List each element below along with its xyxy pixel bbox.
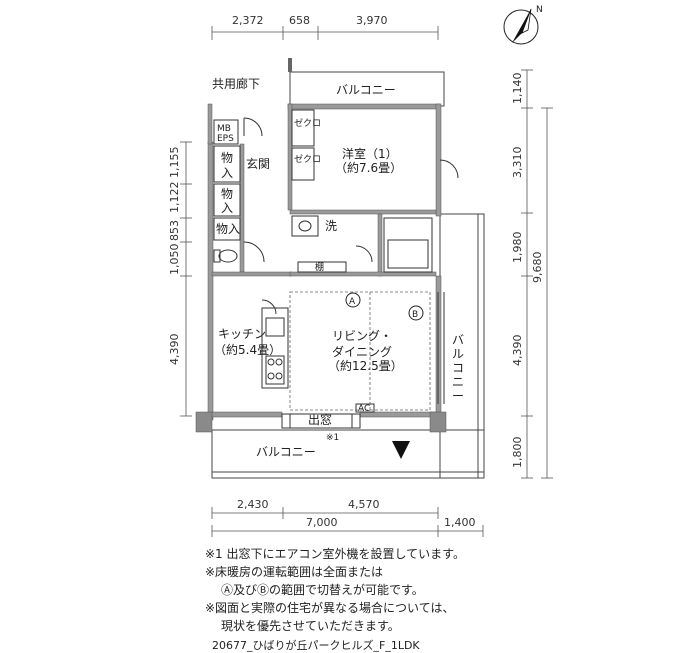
note-5: 現状を優先させていただきます。 xyxy=(221,619,400,633)
dim-top-3: 3,970 xyxy=(356,14,388,27)
closet-v1-label: ゼクロ xyxy=(294,117,321,129)
note-4: ※図面と実際の住宅が異なる場合については、 xyxy=(205,601,455,615)
closet-2-label: 物 xyxy=(221,187,233,201)
dim-left-4: 1,050 xyxy=(168,244,181,276)
left-dimensions xyxy=(180,141,192,417)
balcony-right-label-1: バ xyxy=(452,333,464,347)
closet-v2-label: ゼクロ xyxy=(294,153,321,165)
closet-1-label-2: 入 xyxy=(221,166,233,180)
closet-1-label: 物 xyxy=(221,151,233,165)
shelf-label: 棚 xyxy=(315,261,324,273)
dim-left-3: 853 xyxy=(168,220,181,241)
balcony-right-label-2: ル xyxy=(452,347,464,361)
north-label: N xyxy=(536,5,543,15)
western-room-size: （約7.6畳） xyxy=(335,160,402,175)
corridor-label: 共用廊下 xyxy=(212,76,260,91)
dim-bottom-4: 1,400 xyxy=(444,516,476,529)
dim-right-6: 1,800 xyxy=(511,437,524,469)
dim-bottom-2: 4,570 xyxy=(348,498,380,511)
balcony-bottom-label: バルコニー xyxy=(256,445,316,459)
dim-left-2: 1,122 xyxy=(168,182,181,214)
dim-bottom-1: 2,430 xyxy=(237,498,269,511)
notes: ※1 出窓下にエアコン室外機を設置しています。 ※床暖房の運転範囲は全面または … xyxy=(205,545,465,635)
closet-3-label: 物入 xyxy=(216,222,240,236)
balcony-top-label: バルコニー xyxy=(336,83,396,97)
kitchen-label: キッチン xyxy=(218,327,266,341)
mark-b: B xyxy=(412,310,418,320)
ac-label: AC xyxy=(358,404,370,414)
kitchen-size: （約5.4畳） xyxy=(214,342,281,357)
note-1: ※1 出窓下にエアコン室外機を設置しています。 xyxy=(205,547,465,561)
right-dim-labels: 1,140 3,310 1,980 9,680 4,390 1,800 xyxy=(511,73,544,469)
wash-label: 洗 xyxy=(325,219,337,233)
balcony-right-label-3: コ xyxy=(452,361,464,375)
dim-right-3: 1,980 xyxy=(511,232,524,264)
western-room-label: 洋室（1） xyxy=(342,146,398,161)
footer-label: 20677_ひばりが丘パークヒルズ_F_1LDK xyxy=(212,639,420,652)
north-arrow-icon xyxy=(503,8,539,45)
fixtures xyxy=(213,109,459,429)
dim-right-2: 3,310 xyxy=(511,147,524,179)
mark-a-circle xyxy=(345,292,361,308)
dim-right-1: 1,140 xyxy=(511,73,524,105)
note-ref-label: ※1 xyxy=(326,433,339,443)
mb-eps-label-1: MB xyxy=(217,124,231,134)
mark-a: A xyxy=(349,297,356,307)
living-size: （約12.5畳） xyxy=(328,358,403,373)
dim-right-5: 4,390 xyxy=(511,335,524,367)
balconies xyxy=(211,58,485,479)
closet-2-label-2: 入 xyxy=(221,201,233,215)
floor-heating-area xyxy=(289,291,431,411)
dim-bottom-3: 7,000 xyxy=(306,516,338,529)
dim-top-2: 658 xyxy=(289,14,310,27)
note-2: ※床暖房の運転範囲は全面または xyxy=(205,565,384,579)
note-3: Ⓐ及びⒷの範囲で切替えが可能です。 xyxy=(221,583,424,597)
bottom-dimensions xyxy=(211,507,484,537)
living-label: リビング・ xyxy=(332,329,392,343)
balcony-right-label-4: ニ xyxy=(452,375,464,389)
mark-b-circle xyxy=(408,305,424,321)
mb-eps-label-2: EPS xyxy=(217,134,234,144)
view-direction-icon xyxy=(392,441,410,459)
dining-label: ダイニング xyxy=(332,344,392,359)
top-dimensions xyxy=(211,26,439,40)
left-dim-labels: 1,155 1,122 853 1,050 4,390 xyxy=(168,147,181,366)
bay-window-label: 出窓 xyxy=(308,412,332,427)
dim-left-1: 1,155 xyxy=(168,147,181,179)
windows xyxy=(437,292,445,404)
dim-left-5: 4,390 xyxy=(168,334,181,366)
dim-right-4: 9,680 xyxy=(531,252,544,284)
entrance-label: 玄関 xyxy=(246,156,270,171)
dim-top-1: 2,372 xyxy=(232,14,264,27)
balcony-right-label-5: ー xyxy=(452,389,464,403)
right-dimensions xyxy=(521,69,553,479)
